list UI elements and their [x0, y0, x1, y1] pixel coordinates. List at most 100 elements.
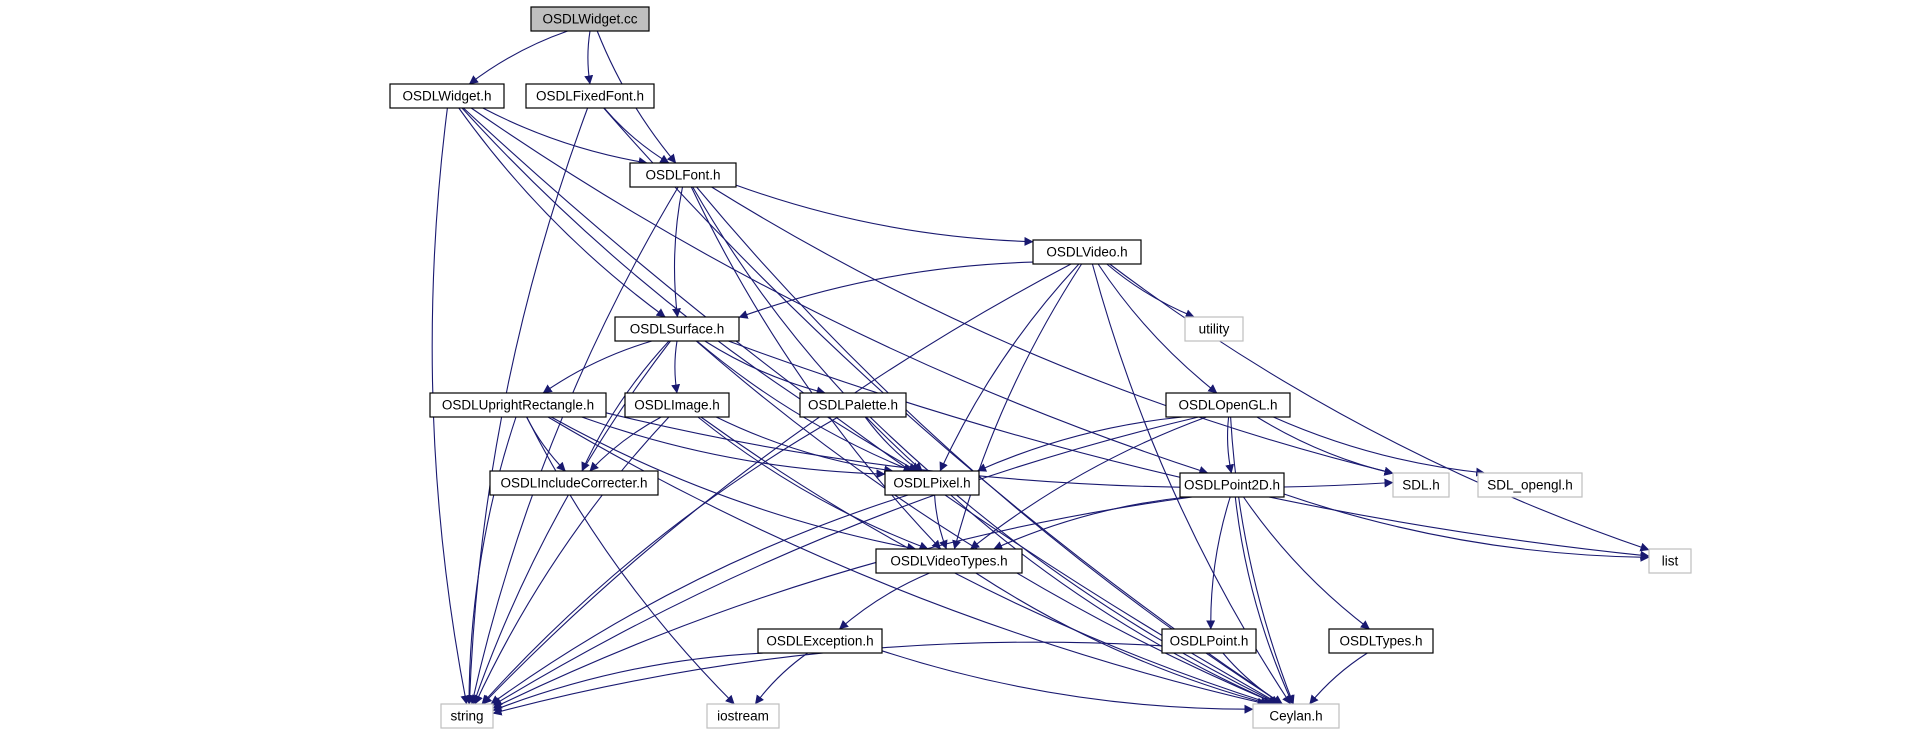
edge-video_h-to-list — [1109, 263, 1650, 552]
node-palette-h[interactable]: OSDLPalette.h — [799, 392, 907, 418]
node-video-h[interactable]: OSDLVideo.h — [1032, 239, 1142, 265]
node-box — [875, 548, 1023, 574]
edge-exception_h-to-iostream — [754, 652, 809, 705]
edge-types_h-to-ceylan_h — [1309, 652, 1368, 705]
edge-font_h-to-video_h — [735, 184, 1034, 246]
node-box — [440, 703, 494, 729]
node-box — [1328, 628, 1434, 654]
node-label: list — [1662, 554, 1679, 569]
node-label: OSDLVideoTypes.h — [890, 554, 1007, 569]
edge-point2d_h-to-types_h — [1243, 496, 1370, 630]
edge-video_h-to-opengl_h — [1097, 263, 1218, 394]
edge-upright_h-to-pixel_h — [581, 416, 886, 479]
node-widget-cc[interactable]: OSDLWidget.cc — [530, 6, 650, 32]
node-label: OSDLException.h — [766, 634, 873, 649]
edge-font_h-to-pixel_h — [692, 186, 923, 472]
edge-pixel_h-to-ceylan_h — [950, 494, 1278, 705]
node-label: utility — [1199, 322, 1230, 337]
node-fixedfont-h[interactable]: OSDLFixedFont.h — [525, 83, 655, 109]
node-box — [624, 392, 730, 418]
node-label: SDL_opengl.h — [1487, 478, 1573, 493]
node-box — [1179, 472, 1285, 498]
edge-image_h-to-includecorrecter_h — [589, 416, 662, 472]
edge-opengl_h-to-sdl_h — [1256, 416, 1394, 476]
node-sdl-opengl-h: SDL_opengl.h — [1477, 472, 1583, 498]
node-list: list — [1648, 548, 1692, 574]
node-label: OSDLFont.h — [645, 168, 720, 183]
node-label: OSDLPixel.h — [893, 476, 970, 491]
node-label: OSDLUprightRectangle.h — [442, 398, 594, 413]
edge-upright_h-to-videotypes_h — [550, 416, 917, 552]
node-exception-h[interactable]: OSDLException.h — [757, 628, 883, 654]
node-box — [757, 628, 883, 654]
edge-image_h-to-pixel_h — [715, 416, 894, 475]
edge-video_h-to-string — [482, 263, 1072, 705]
node-label: OSDLWidget.cc — [542, 12, 637, 27]
edge-fixedfont_h-to-font_h — [603, 107, 670, 164]
edge-font_h-to-videotypes_h — [690, 186, 942, 550]
edge-widget_h-to-font_h — [482, 107, 648, 167]
edge-upright_h-to-iostream — [526, 416, 735, 705]
edge-point2d_h-to-point_h — [1206, 496, 1231, 630]
edge-widget_cc-to-fixedfont_h — [584, 30, 594, 85]
edge-font_h-to-string — [469, 186, 679, 705]
node-pixel-h[interactable]: OSDLPixel.h — [884, 470, 980, 496]
edge-surface_h-to-palette_h — [704, 340, 826, 396]
node-point2d-h[interactable]: OSDLPoint2D.h — [1179, 472, 1285, 498]
node-box — [525, 83, 655, 109]
edge-widget_h-to-surface_h — [458, 107, 666, 318]
edge-point2d_h-to-videotypes_h — [993, 496, 1188, 550]
node-image-h[interactable]: OSDLImage.h — [624, 392, 730, 418]
node-box — [799, 392, 907, 418]
edge-pixel_h-to-string — [490, 494, 909, 705]
node-label: OSDLTypes.h — [1339, 634, 1422, 649]
node-box — [629, 162, 737, 188]
edge-font_h-to-surface_h — [672, 186, 684, 318]
node-videotypes-h[interactable]: OSDLVideoTypes.h — [875, 548, 1023, 574]
node-widget-h[interactable]: OSDLWidget.h — [389, 83, 505, 109]
edge-image_h-to-videotypes_h — [697, 416, 929, 551]
edge-surface_h-to-image_h — [671, 340, 681, 394]
edge-widget_h-to-pixel_h — [461, 107, 918, 472]
node-font-h[interactable]: OSDLFont.h — [629, 162, 737, 188]
edge-opengl_h-to-sdl_opengl_h — [1273, 416, 1486, 477]
node-box — [1477, 472, 1583, 498]
edge-exception_h-to-ceylan_h — [881, 650, 1254, 714]
edge-point2d_h-to-string — [492, 496, 1193, 709]
edge-videotypes_h-to-exception_h — [839, 572, 930, 630]
edge-upright_h-to-string — [464, 416, 517, 705]
node-label: SDL.h — [1402, 478, 1440, 493]
node-surface-h[interactable]: OSDLSurface.h — [614, 316, 740, 342]
node-box — [706, 703, 780, 729]
edge-widget_h-to-point2d_h — [470, 107, 1209, 475]
edge-font_h-to-sdl_h — [711, 186, 1394, 476]
edge-videotypes_h-to-ceylan_h — [975, 572, 1270, 707]
node-label: OSDLImage.h — [634, 398, 720, 413]
node-box — [389, 83, 505, 109]
edge-surface_h-to-pixel_h — [696, 340, 913, 472]
edge-surface_h-to-upright_h — [542, 340, 653, 394]
node-ceylan-h: Ceylan.h — [1252, 703, 1340, 729]
node-box — [489, 470, 659, 496]
node-upright-h[interactable]: OSDLUprightRectangle.h — [429, 392, 607, 418]
node-label: OSDLPoint2D.h — [1184, 478, 1280, 493]
node-box — [1648, 548, 1692, 574]
edge-pixel_h-to-videotypes_h — [934, 494, 948, 550]
edge-surface_h-to-string — [472, 340, 671, 705]
node-opengl-h[interactable]: OSDLOpenGL.h — [1165, 392, 1291, 418]
node-includecorrecter-h[interactable]: OSDLIncludeCorrecter.h — [489, 470, 659, 496]
node-point-h[interactable]: OSDLPoint.h — [1161, 628, 1257, 654]
node-label: OSDLFixedFont.h — [536, 89, 644, 104]
node-types-h[interactable]: OSDLTypes.h — [1328, 628, 1434, 654]
node-label: string — [450, 709, 483, 724]
node-label: OSDLWidget.h — [402, 89, 491, 104]
edge-opengl_h-to-ceylan_h — [1230, 416, 1295, 705]
edge-palette_h-to-ceylan_h — [869, 416, 1280, 705]
node-box — [1165, 392, 1291, 418]
node-label: iostream — [717, 709, 769, 724]
edge-point_h-to-ceylan_h — [1222, 652, 1283, 705]
edge-palette_h-to-string — [481, 416, 839, 705]
edge-opengl_h-to-point2d_h — [1225, 416, 1235, 474]
edge-palette_h-to-pixel_h — [864, 416, 921, 472]
